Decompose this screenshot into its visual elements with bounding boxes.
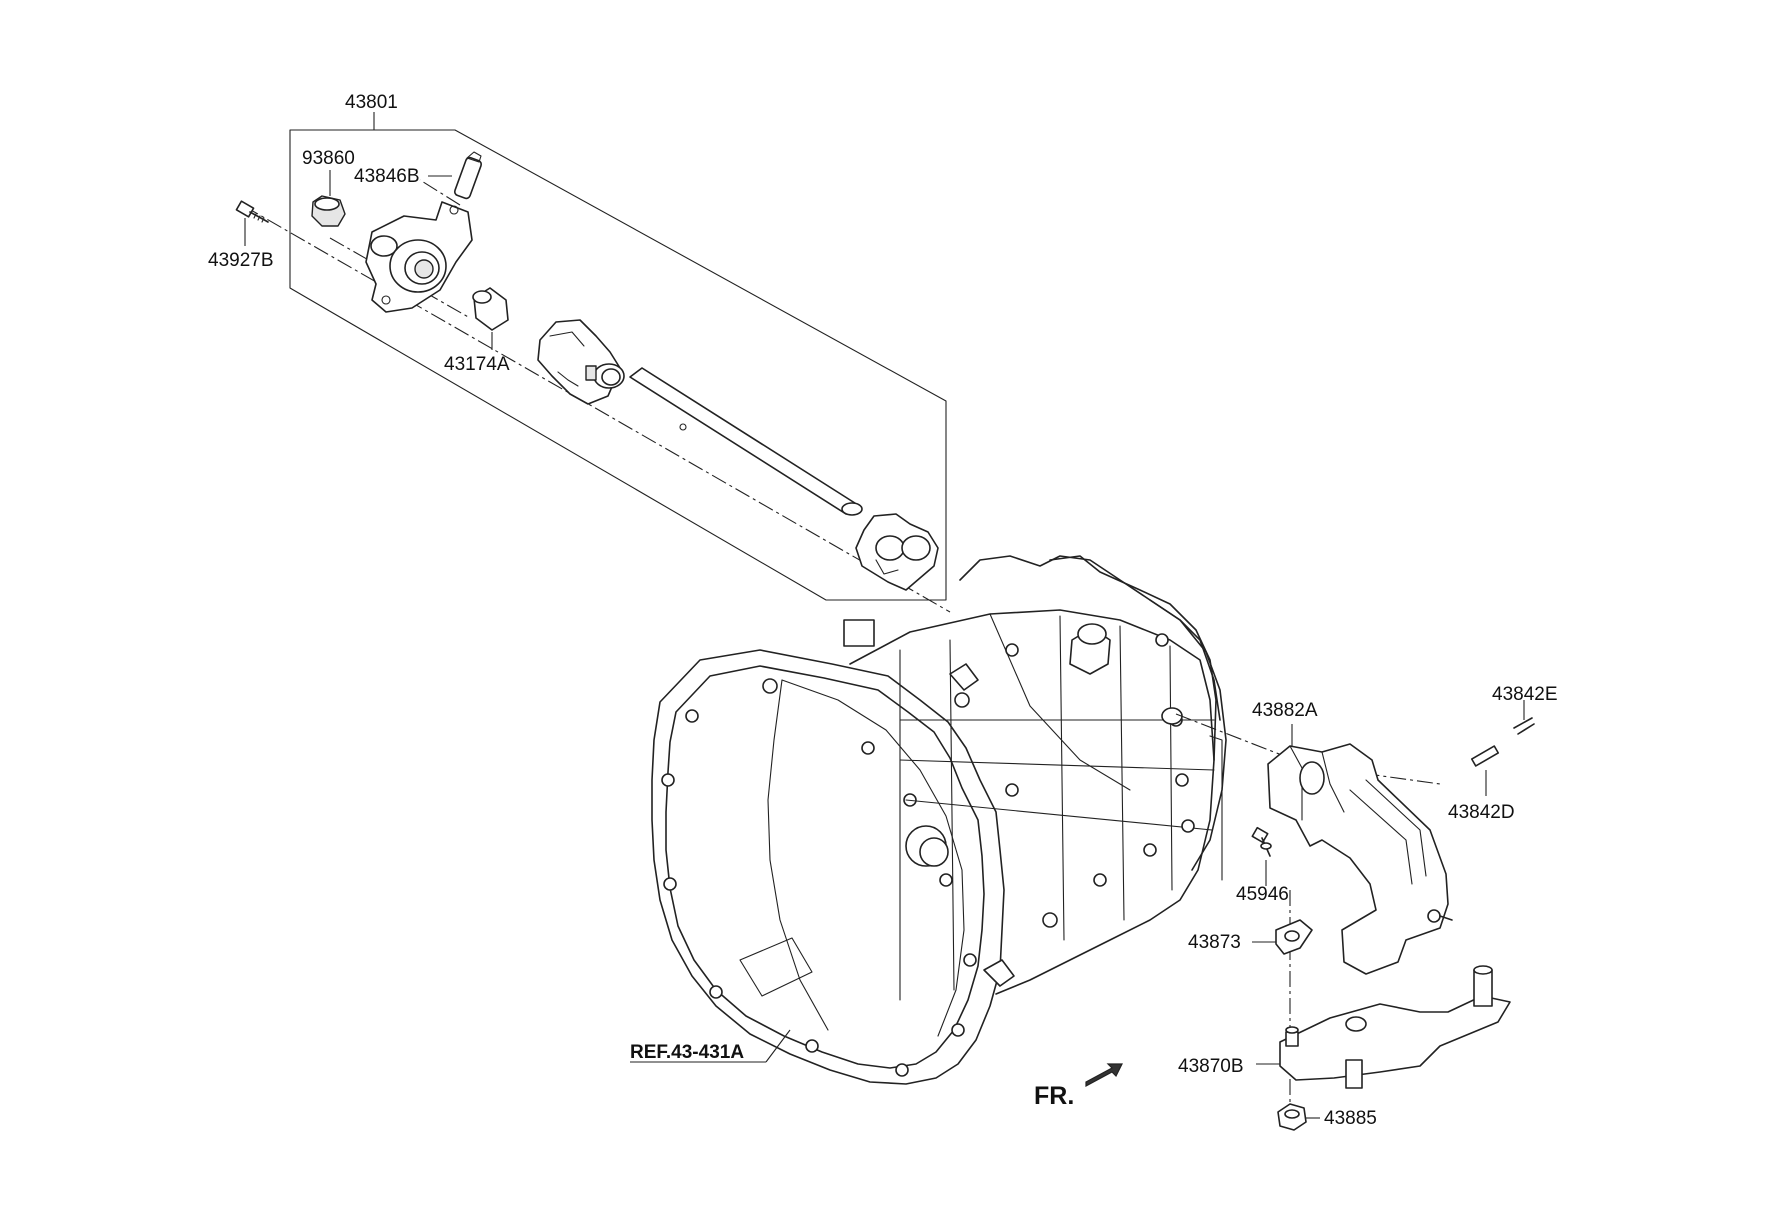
label-43842e: 43842E xyxy=(1492,684,1558,705)
sensor-centerline xyxy=(419,179,461,206)
reference-link[interactable]: REF.43-431A xyxy=(630,1042,744,1063)
sensor-93860[interactable] xyxy=(311,170,346,227)
label-43801: 43801 xyxy=(345,92,398,113)
shift-fork[interactable] xyxy=(855,513,939,591)
plug-43846b[interactable] xyxy=(428,151,483,200)
lever-bracket-43882a[interactable] xyxy=(1267,724,1453,975)
bushing-43174a[interactable] xyxy=(472,287,509,350)
label-43174a: 43174A xyxy=(444,354,510,375)
assembly-43801-outline xyxy=(289,112,947,601)
label-43927b: 43927B xyxy=(208,250,274,271)
label-45946: 45946 xyxy=(1236,884,1289,905)
bolt-45946[interactable] xyxy=(1251,826,1272,886)
ref-leader xyxy=(630,1029,791,1063)
label-93860: 93860 xyxy=(302,148,355,169)
clip-43873[interactable] xyxy=(1252,919,1313,955)
front-direction-label: FR. xyxy=(1034,1082,1074,1110)
lever-plate-43870b[interactable] xyxy=(1256,965,1511,1089)
front-direction-arrow-icon xyxy=(1085,1063,1123,1088)
bolt-43927b[interactable] xyxy=(235,200,269,246)
bearing-housing[interactable] xyxy=(365,201,473,313)
label-43885: 43885 xyxy=(1324,1108,1377,1129)
transmission-case xyxy=(651,555,1227,1085)
label-43873: 43873 xyxy=(1188,932,1241,953)
nut-43885[interactable] xyxy=(1277,1103,1320,1131)
label-43846b: 43846B xyxy=(354,166,420,187)
assembly-centerline xyxy=(243,205,951,613)
label-43870b: 43870B xyxy=(1178,1056,1244,1077)
pin-43842e[interactable] xyxy=(1513,700,1535,735)
label-43842d: 43842D xyxy=(1448,802,1515,823)
pin-43842d[interactable] xyxy=(1470,745,1500,796)
shift-rod[interactable] xyxy=(629,367,863,516)
selector-block[interactable] xyxy=(537,319,625,405)
label-43882a: 43882A xyxy=(1252,700,1318,721)
side-guide-line xyxy=(1209,735,1223,881)
